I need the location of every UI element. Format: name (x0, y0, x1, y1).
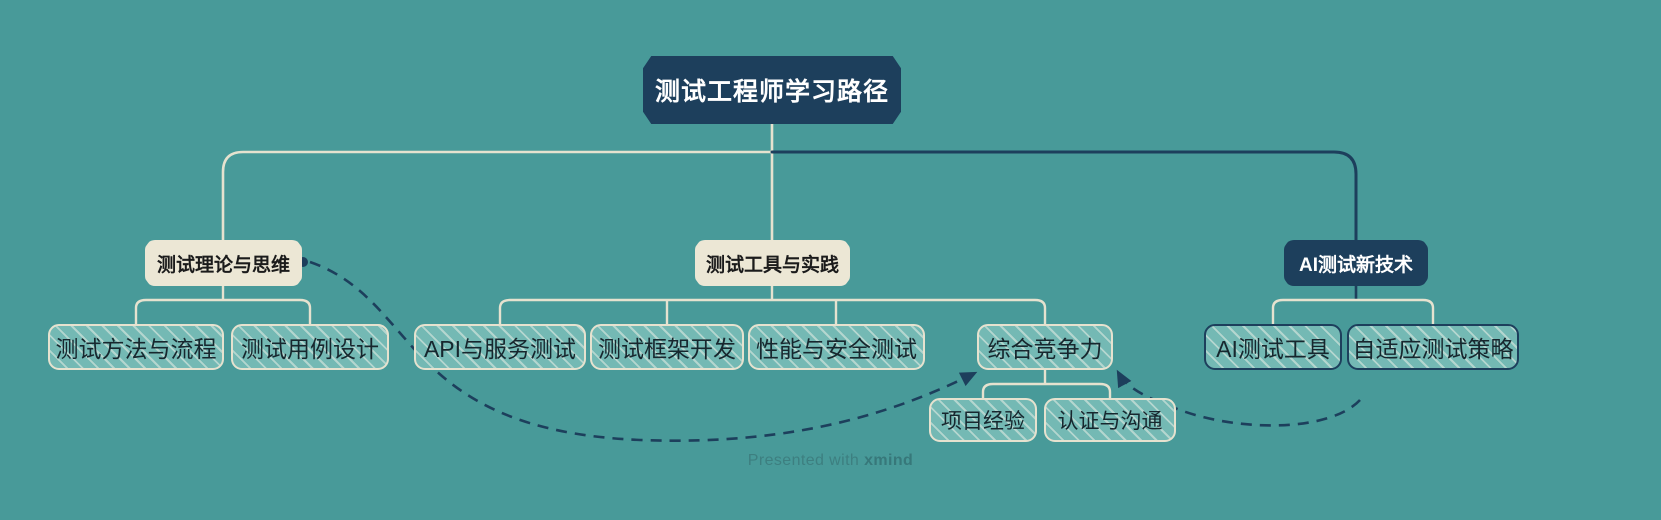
leaf-node-certification-communication-label: 认证与沟通 (1057, 410, 1163, 433)
branch-node-theory-label: 测试理论与思维 (157, 254, 291, 276)
branch-node-theory[interactable]: 测试理论与思维 (145, 240, 302, 286)
branch-node-ai-label: AI测试新技术 (1299, 254, 1414, 276)
leaf-node-adaptive-test-strategy-label: 自适应测试策略 (1352, 336, 1514, 362)
branch-node-tools[interactable]: 测试工具与实践 (695, 240, 850, 286)
watermark: Presented with xmind (0, 452, 1661, 470)
leaf-node-ai-test-tools-label: AI测试工具 (1216, 336, 1330, 362)
leaf-node-comprehensive-competitiveness[interactable]: 综合竞争力 (977, 324, 1113, 370)
leaf-node-comprehensive-competitiveness-label: 综合竞争力 (987, 336, 1103, 362)
watermark-prefix: Presented with (747, 452, 865, 469)
leaf-node-test-case-design-label: 测试用例设计 (241, 336, 379, 362)
leaf-node-test-methods[interactable]: 测试方法与流程 (48, 324, 224, 370)
root-node-label: 测试工程师学习路径 (655, 78, 890, 106)
leaf-node-api-service-testing-label: API与服务测试 (423, 336, 577, 362)
leaf-node-certification-communication[interactable]: 认证与沟通 (1044, 398, 1176, 442)
root-node[interactable]: 测试工程师学习路径 (643, 56, 901, 124)
leaf-node-performance-security-testing[interactable]: 性能与安全测试 (748, 324, 925, 370)
leaf-node-test-methods-label: 测试方法与流程 (55, 336, 217, 362)
watermark-brand: xmind (864, 452, 914, 469)
leaf-node-project-experience[interactable]: 项目经验 (929, 398, 1037, 442)
leaf-node-ai-test-tools[interactable]: AI测试工具 (1204, 324, 1342, 370)
leaf-node-test-framework-dev-label: 测试框架开发 (598, 336, 736, 362)
branch-node-ai[interactable]: AI测试新技术 (1284, 240, 1428, 286)
leaf-node-test-case-design[interactable]: 测试用例设计 (231, 324, 389, 370)
leaf-node-project-experience-label: 项目经验 (941, 410, 1025, 433)
leaf-node-api-service-testing[interactable]: API与服务测试 (414, 324, 586, 370)
leaf-node-adaptive-test-strategy[interactable]: 自适应测试策略 (1347, 324, 1519, 370)
leaf-node-test-framework-dev[interactable]: 测试框架开发 (590, 324, 744, 370)
leaf-node-performance-security-testing-label: 性能与安全测试 (756, 336, 917, 362)
branch-node-tools-label: 测试工具与实践 (706, 254, 840, 276)
